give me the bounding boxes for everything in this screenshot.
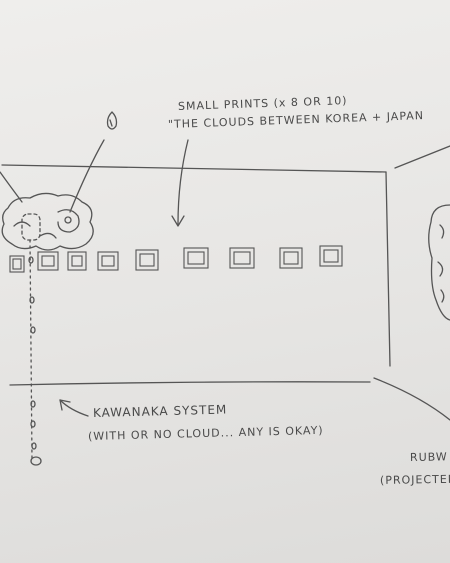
print-frame-icon — [279, 247, 303, 269]
print-row — [9, 245, 343, 273]
side-floor-line — [373, 377, 450, 421]
cloud-sketch-icon — [1, 192, 94, 251]
kawanaka-line — [29, 239, 33, 461]
print-frame-icon — [67, 251, 87, 271]
print-frame-icon — [229, 247, 255, 269]
floor-line — [9, 381, 371, 386]
note-projected: (PROJECTED — [379, 472, 450, 487]
wall-top-edge — [1, 164, 387, 173]
print-frame-icon — [9, 255, 25, 273]
print-frame-icon — [97, 251, 119, 271]
side-wall-line — [394, 145, 450, 169]
print-frame-icon — [135, 249, 159, 271]
print-frame-icon — [37, 251, 59, 271]
print-frame-icon — [183, 247, 209, 269]
right-cloud-sketch — [428, 204, 450, 321]
wall-right-edge — [385, 171, 391, 367]
print-frame-icon — [319, 245, 343, 267]
note-rubw: RUBW — [409, 450, 448, 464]
